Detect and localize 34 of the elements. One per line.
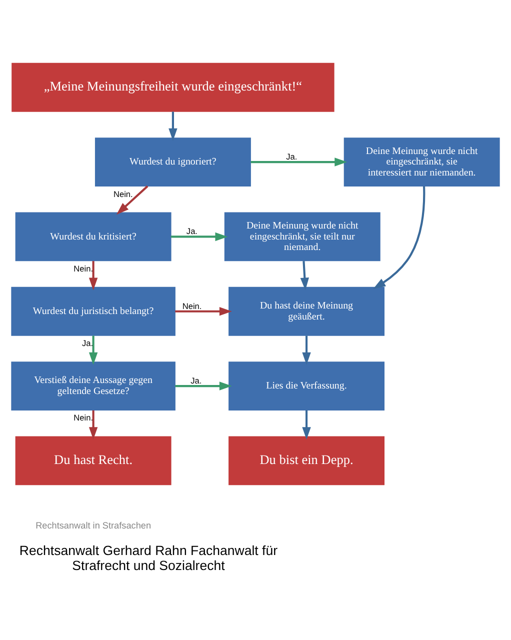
- arrow: [170, 232, 228, 241]
- edge-label: Ja.: [82, 338, 94, 348]
- edge-label: Nein.: [74, 412, 94, 422]
- arrow: [168, 111, 178, 140]
- node-box: Deine Meinung wurde nicht eingeschränkt, sie interessiert nur niemanden.: [344, 137, 500, 186]
- node-box: Du hast deine Meinung geäußert.: [228, 286, 384, 336]
- node-box: Du hast Recht.: [15, 436, 172, 485]
- arrow: [88, 260, 98, 290]
- arrow: [302, 410, 311, 440]
- node-box: Wurdest du kritisiert?: [15, 212, 172, 261]
- caption: Rechtsanwalt Gerhard Rahn Fachanwalt für Strafrecht und Sozialrecht: [19, 542, 278, 573]
- node-box: Wurdest du juristisch belangt?: [11, 286, 176, 336]
- node-box: Deine Meinung wurde nicht eingeschränkt, sie teilt nur niemand.: [224, 212, 380, 261]
- arrow: [250, 157, 348, 166]
- node-box: Verstieß deine Aussage gegen geltende Gesetze?: [11, 361, 176, 410]
- edge-label: Ja.: [190, 375, 202, 386]
- arrow: [88, 410, 98, 440]
- edge-label: Nein.: [182, 300, 202, 310]
- arrow: [88, 335, 98, 364]
- edge-label: Ja.: [186, 226, 198, 236]
- edge-label: Ja.: [286, 151, 298, 162]
- arrow: [373, 186, 426, 288]
- node-box: Du bist ein Depp.: [228, 436, 384, 485]
- arrow: [116, 184, 148, 214]
- arrow: [175, 306, 232, 316]
- edge-label: Nein.: [74, 262, 94, 273]
- edge-label: Nein.: [114, 188, 133, 198]
- node-box: Lies die Verfassung.: [228, 361, 384, 410]
- arrow: [175, 381, 232, 390]
- label: Rechtsanwalt in Strafsachen: [36, 520, 152, 530]
- node-box: Wurdest du ignoriert?: [94, 137, 251, 186]
- arrow: [300, 260, 310, 290]
- arrow: [302, 335, 311, 364]
- node-box: „Meine Meinungsfreiheit wurde eingeschränkt!“: [12, 62, 334, 112]
